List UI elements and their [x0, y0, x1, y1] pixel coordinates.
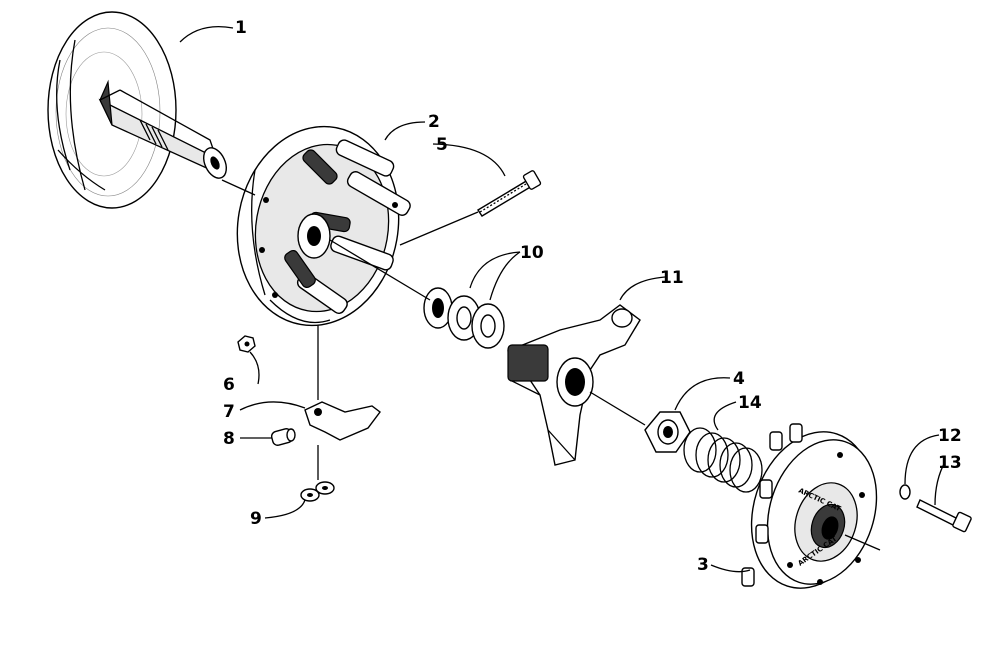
part-bolt-long [477, 170, 542, 217]
part-nut [644, 411, 691, 453]
part-cam-arm [507, 304, 641, 466]
callout-labels: 1 2 3 4 5 6 7 8 9 10 11 12 13 14 [223, 18, 962, 575]
part-washers [423, 287, 505, 349]
part-bolt-short [916, 499, 972, 533]
part-hex-nut-small [237, 335, 256, 353]
part-small-washer [899, 484, 911, 500]
callout-13: 13 [938, 453, 962, 473]
callout-12: 12 [938, 426, 962, 446]
part-cam-housing [236, 125, 411, 327]
part-cover: ARCTIC CAT ARCTIC CAT [741, 423, 878, 589]
part-cam-weight [304, 401, 381, 441]
callout-4: 4 [733, 369, 745, 389]
part-bushing [270, 428, 296, 446]
callout-3: 3 [697, 555, 709, 575]
callout-11: 11 [660, 268, 684, 288]
callout-7: 7 [223, 402, 235, 422]
callout-6: 6 [223, 375, 235, 395]
part-movable-sheave [47, 11, 228, 209]
part-small-washers [300, 481, 335, 502]
callout-10: 10 [520, 243, 544, 263]
callout-2: 2 [428, 112, 440, 132]
callout-leaders [179, 25, 946, 573]
part-spring [683, 427, 763, 493]
assembly-lines [221, 179, 881, 551]
callout-8: 8 [223, 429, 235, 449]
callout-1: 1 [235, 18, 247, 38]
callout-5: 5 [436, 135, 448, 155]
callout-14: 14 [738, 393, 762, 413]
callout-9: 9 [250, 509, 262, 529]
